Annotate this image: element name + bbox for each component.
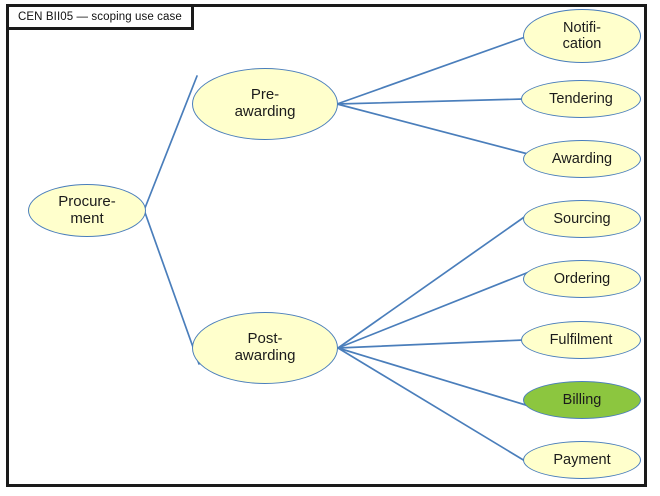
edge-post-awarding-fulfilment bbox=[337, 339, 525, 349]
node-fulfilment-label: Fulfilment bbox=[549, 331, 613, 348]
diagram-frame bbox=[6, 4, 647, 487]
node-procurement-label: Procure- ment bbox=[58, 192, 116, 227]
node-billing-label: Billing bbox=[562, 391, 602, 408]
diagram-title: CEN BII05 — scoping use case bbox=[18, 11, 182, 23]
edge-pre-awarding-tendering bbox=[336, 98, 525, 105]
node-notification[interactable]: Notifi- cation bbox=[523, 9, 641, 63]
edge-procurement-pre-awarding bbox=[142, 75, 198, 214]
edge-pre-awarding-notification bbox=[336, 35, 529, 105]
node-pre-awarding-label: Pre- awarding bbox=[234, 86, 296, 120]
node-tendering[interactable]: Tendering bbox=[521, 80, 641, 118]
node-sourcing-label: Sourcing bbox=[553, 210, 611, 227]
edge-post-awarding-sourcing bbox=[337, 212, 531, 349]
node-ordering-label: Ordering bbox=[553, 270, 611, 287]
edge-procurement-post-awarding bbox=[142, 206, 200, 365]
node-notification-label: Notifi- cation bbox=[562, 19, 602, 52]
node-pre-awarding[interactable]: Pre- awarding bbox=[192, 68, 338, 140]
edge-post-awarding-payment bbox=[337, 347, 531, 465]
node-fulfilment[interactable]: Fulfilment bbox=[521, 321, 641, 359]
node-ordering[interactable]: Ordering bbox=[523, 260, 641, 298]
node-payment-label: Payment bbox=[553, 451, 611, 468]
node-billing[interactable]: Billing bbox=[523, 381, 641, 419]
node-awarding-label: Awarding bbox=[551, 150, 613, 167]
node-post-awarding-label: Post- awarding bbox=[234, 330, 296, 364]
node-tendering-label: Tendering bbox=[549, 90, 613, 107]
edge-pre-awarding-awarding bbox=[336, 103, 529, 155]
node-post-awarding[interactable]: Post- awarding bbox=[192, 312, 338, 384]
node-sourcing[interactable]: Sourcing bbox=[523, 200, 641, 238]
node-awarding[interactable]: Awarding bbox=[523, 140, 641, 178]
node-payment[interactable]: Payment bbox=[523, 441, 641, 479]
edge-post-awarding-billing bbox=[337, 347, 530, 407]
diagram-title-box: CEN BII05 — scoping use case bbox=[6, 4, 194, 30]
edge-post-awarding-ordering bbox=[337, 271, 530, 349]
node-procurement[interactable]: Procure- ment bbox=[28, 184, 146, 237]
